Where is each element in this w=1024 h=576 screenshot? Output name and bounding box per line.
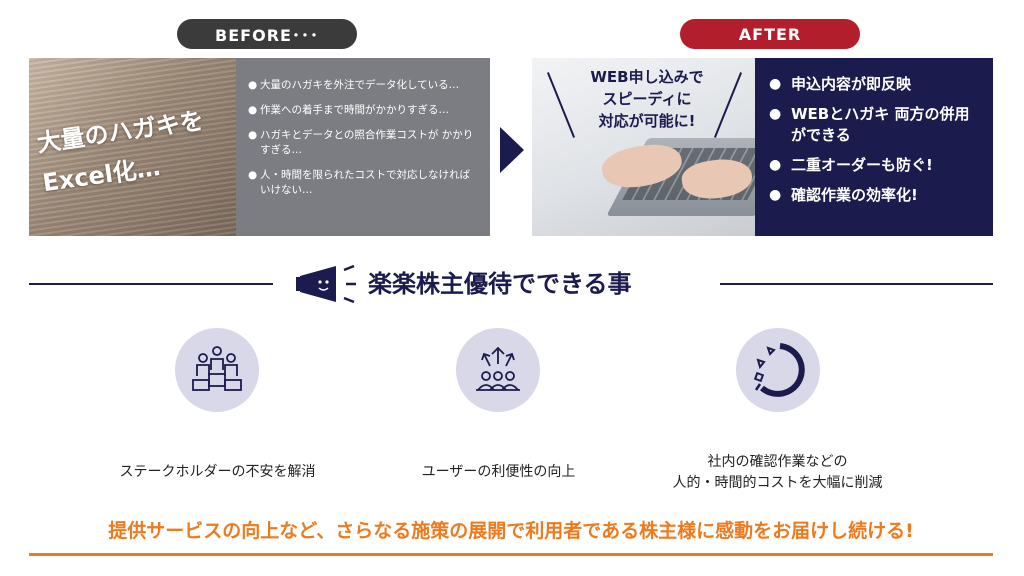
after-caption-line: 対応が可能に! — [598, 112, 696, 130]
list-item: ● 二重オーダーも防ぐ! — [769, 155, 983, 176]
after-caption-line: スピーディに — [602, 90, 692, 108]
bullet-icon: ● — [248, 129, 258, 141]
bullet-icon: ● — [248, 104, 258, 116]
footer-message: 提供サービスの向上など、さらなる施策の展開で利用者である株主様に感動をお届けし続… — [108, 520, 914, 542]
before-item-text: 作業への着手まで時間がかかりすぎる… — [260, 104, 449, 116]
feature-label-line: 人的・時間的コストを大幅に削減 — [672, 475, 883, 491]
before-item-text: 大量のハガキを外注でデータ化している… — [260, 79, 460, 91]
after-item-text: 確認作業の効率化! — [791, 186, 918, 204]
slash-left-icon — [546, 72, 576, 138]
stakeholders-icon — [175, 328, 259, 412]
bullet-icon: ● — [248, 169, 258, 181]
feature-label-convenience: ユーザーの利便性の向上 — [421, 464, 576, 480]
after-caption-line: WEB申し込みで — [590, 68, 704, 86]
list-item: ● 申込内容が即反映 — [769, 74, 983, 95]
list-item: ● 確認作業の効率化! — [769, 185, 983, 206]
list-item: ●人・時間を限られたコストで対応しなければ いけない… — [248, 168, 480, 198]
after-photo: WEB申し込みで スピーディに 対応が可能に! — [532, 58, 755, 236]
list-item: ● WEBとハガキ 両方の併用ができる — [769, 104, 983, 146]
section-title: 楽楽株主優待でできる事 — [368, 270, 632, 298]
user-growth-icon — [456, 328, 540, 412]
bullet-icon: ● — [769, 187, 782, 203]
before-photo-caption: 大量のハガキを Excel化… — [34, 97, 236, 203]
before-label: BEFORE･･･ — [177, 19, 357, 49]
after-label: AFTER — [680, 19, 860, 49]
bullet-icon: ● — [769, 157, 782, 173]
list-item: ●ハガキとデータとの照合作業コストが かかりすぎる… — [248, 128, 480, 158]
footer-underline — [29, 553, 993, 556]
after-benefit-list: ● 申込内容が即反映 ● WEBとハガキ 両方の併用ができる ● 二重オーダーも防ぐ!… — [755, 58, 993, 236]
list-item: ●作業への着手まで時間がかかりすぎる… — [248, 103, 480, 118]
after-item-text: WEBとハガキ 両方の併用ができる — [791, 105, 970, 144]
bullet-icon: ● — [248, 79, 258, 91]
right-arrow-icon — [500, 127, 524, 173]
before-issue-list: ●大量のハガキを外注でデータ化している… ●作業への着手まで時間がかかりすぎる…… — [236, 58, 490, 236]
feature-label-stakeholders: ステークホルダーの不安を解消 — [119, 464, 316, 480]
feature-label-line: 社内の確認作業などの — [707, 454, 848, 470]
progress-ring-icon — [736, 328, 820, 412]
before-item-text: ハガキとデータとの照合作業コストが かかりすぎる… — [260, 129, 474, 156]
divider-left — [29, 283, 273, 285]
before-item-text: 人・時間を限られたコストで対応しなければ いけない… — [260, 169, 470, 196]
bullet-icon: ● — [769, 76, 782, 92]
before-photo: 大量のハガキを Excel化… — [29, 58, 236, 236]
feature-label-cost-reduction: 社内の確認作業などの 人的・時間的コストを大幅に削減 — [650, 452, 905, 494]
list-item: ●大量のハガキを外注でデータ化している… — [248, 78, 480, 93]
megaphone-icon — [296, 264, 358, 308]
divider-right — [720, 283, 993, 285]
after-item-text: 申込内容が即反映 — [791, 75, 912, 93]
after-photo-caption: WEB申し込みで スピーディに 対応が可能に! — [572, 66, 722, 132]
bullet-icon: ● — [769, 106, 782, 122]
after-item-text: 二重オーダーも防ぐ! — [791, 156, 933, 174]
